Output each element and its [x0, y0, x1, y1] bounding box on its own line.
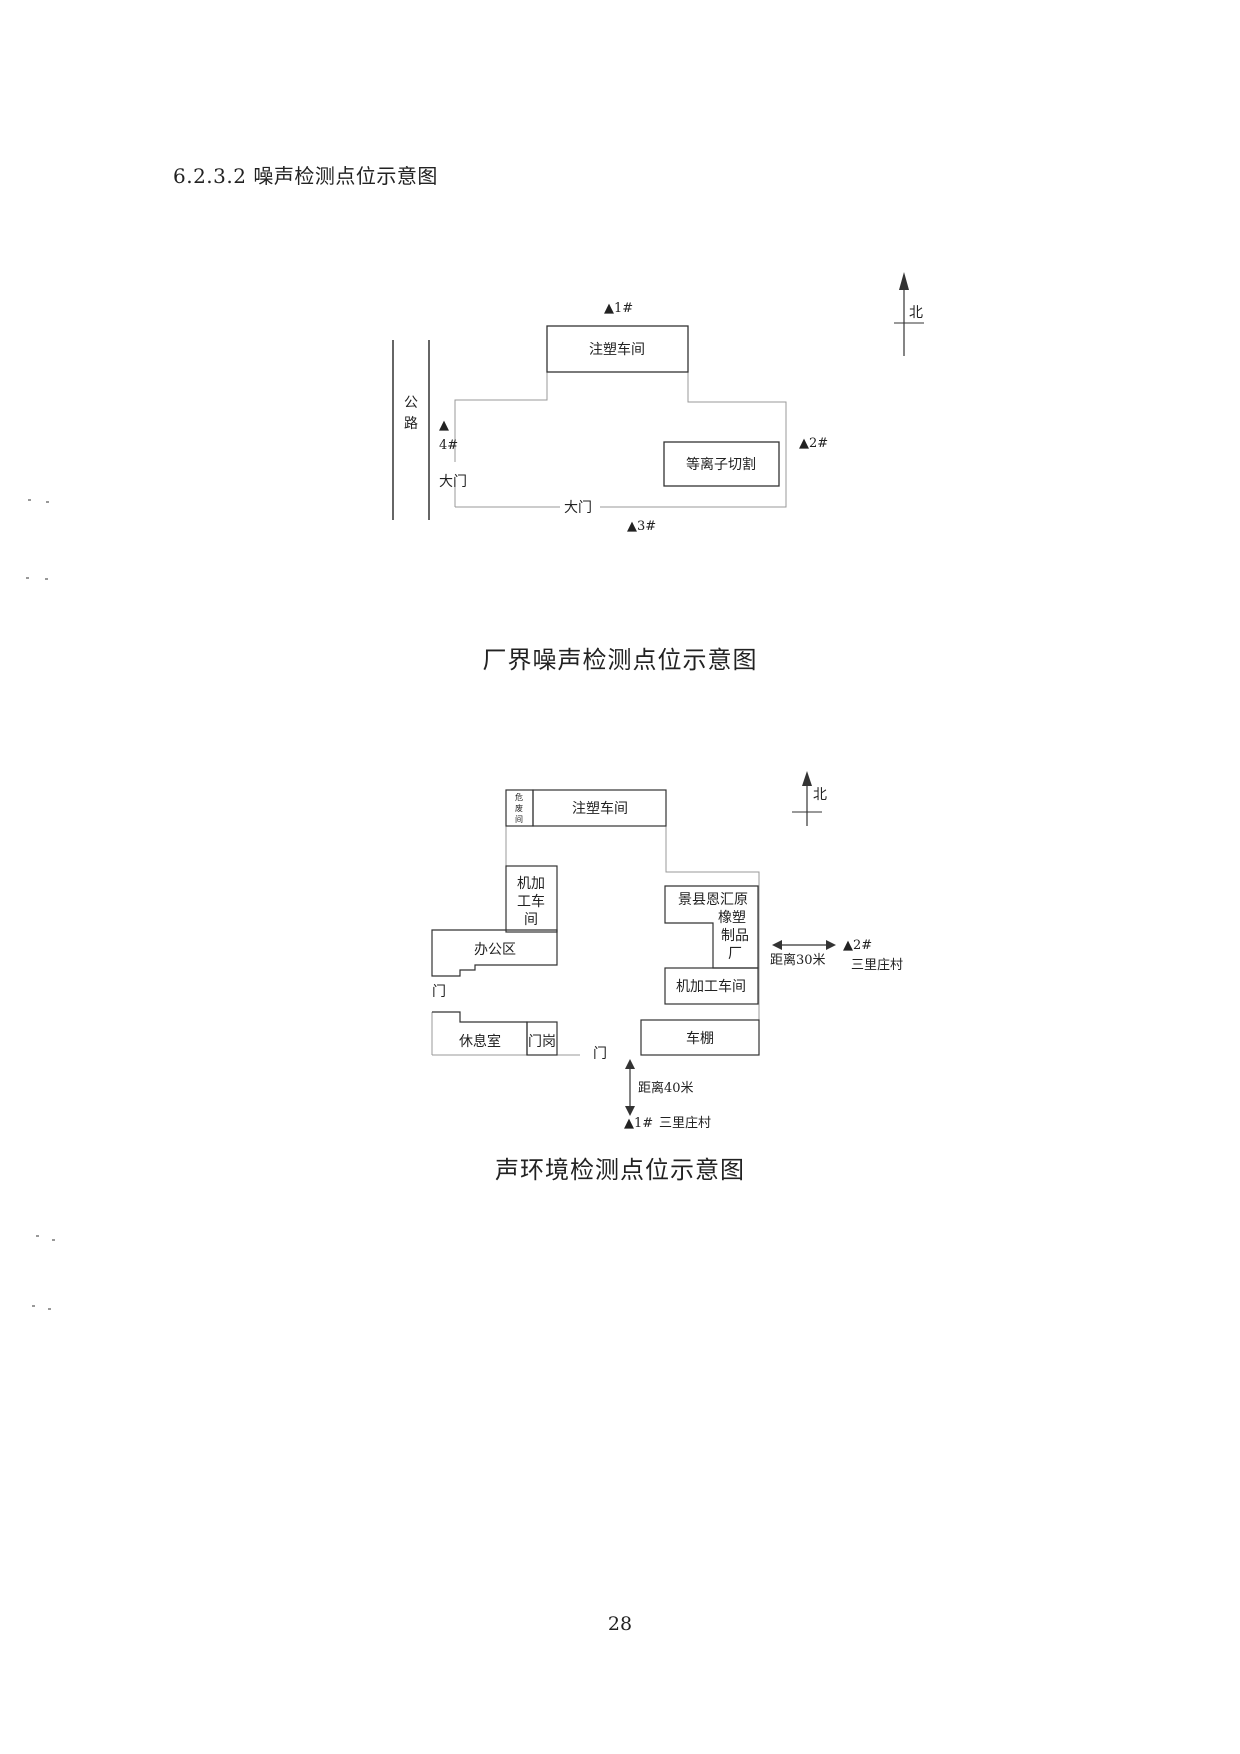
machining-west-label-3: 间: [524, 912, 538, 928]
scan-speck: [28, 499, 31, 501]
east-arrow-left-head: [772, 940, 782, 950]
rest-room-label: 休息室: [459, 1033, 501, 1050]
machining-east-box: [664, 967, 759, 1005]
east-arrow-right-head: [826, 940, 836, 950]
gate-south-2-label: 门: [593, 1046, 607, 1062]
office-box: [431, 929, 558, 977]
scan-speck: [36, 1235, 39, 1237]
machining-east-label: 机加工车间: [676, 978, 746, 995]
south-arrow-down-head: [625, 1106, 635, 1116]
south-arrow-up-head: [625, 1059, 635, 1069]
machining-west-box: [505, 865, 558, 933]
east-point-label: ▲2#: [843, 938, 872, 953]
section-heading: 6.2.3.2 噪声检测点位示意图: [173, 164, 438, 188]
factory-label-2: 橡塑: [718, 910, 746, 926]
diagram1-caption: 厂界噪声检测点位示意图: [482, 646, 758, 674]
machining-west-label-2: 工车: [517, 893, 545, 910]
injection-workshop-box: [546, 325, 689, 373]
road-label-1: 公: [404, 395, 418, 411]
page-number: 28: [607, 1613, 633, 1635]
plasma-cutting-box: [663, 441, 780, 487]
scan-speck: [46, 501, 49, 503]
carport-box: [640, 1019, 760, 1056]
injection-workshop-2-label: 注塑车间: [572, 800, 628, 817]
north-arrow-2-icon: [802, 771, 812, 786]
guard-room-box: [526, 1021, 558, 1056]
carport-label: 车棚: [686, 1030, 714, 1047]
plasma-cutting-label: 等离子切割: [686, 456, 756, 473]
south-point-label: ▲1#: [624, 1116, 653, 1131]
diagram2-caption: 声环境检测点位示意图: [495, 1156, 745, 1184]
hazwaste-label-1: 危: [515, 792, 523, 802]
south-village-label: 三里庄村: [659, 1115, 711, 1131]
scan-speck: [48, 1308, 51, 1310]
north-arrow-icon: [899, 272, 909, 290]
point-4-marker: ▲: [439, 418, 449, 433]
hazwaste-label-3: 间: [515, 815, 523, 824]
hazwaste-label-2: 废: [515, 803, 523, 813]
scan-speck: [26, 577, 29, 579]
point-4-label: 4#: [439, 438, 458, 453]
scan-speck: [32, 1305, 35, 1307]
machining-west-label-1: 机加: [517, 876, 545, 892]
gate-west-2-label: 门: [432, 984, 446, 1000]
office-label: 办公区: [474, 942, 516, 958]
guard-room-label: 门岗: [528, 1034, 556, 1050]
north-label: 北: [909, 305, 923, 321]
gate-south-label: 大门: [564, 500, 592, 516]
east-distance-label: 距离30米: [770, 952, 826, 968]
road-label-2: 路: [404, 416, 418, 432]
south-distance-label: 距离40米: [638, 1080, 694, 1096]
point-2-label: ▲2#: [799, 436, 828, 451]
injection-workshop-2-box: [532, 789, 667, 827]
east-village-label: 三里庄村: [851, 957, 903, 973]
injection-workshop-label: 注塑车间: [589, 341, 645, 358]
gate-west-label-2: 门: [453, 474, 467, 490]
factory-label-1: 景县恩汇原: [678, 892, 748, 908]
gate-west-label-1: 大: [439, 474, 453, 490]
scan-speck: [52, 1239, 55, 1241]
factory-label-4: 厂: [728, 946, 742, 962]
north-label-2: 北: [813, 787, 827, 803]
scan-speck: [45, 578, 48, 580]
point-1-label: ▲1#: [604, 301, 633, 316]
point-3-label: ▲3#: [627, 519, 656, 534]
factory-label-3: 制品: [721, 928, 749, 944]
